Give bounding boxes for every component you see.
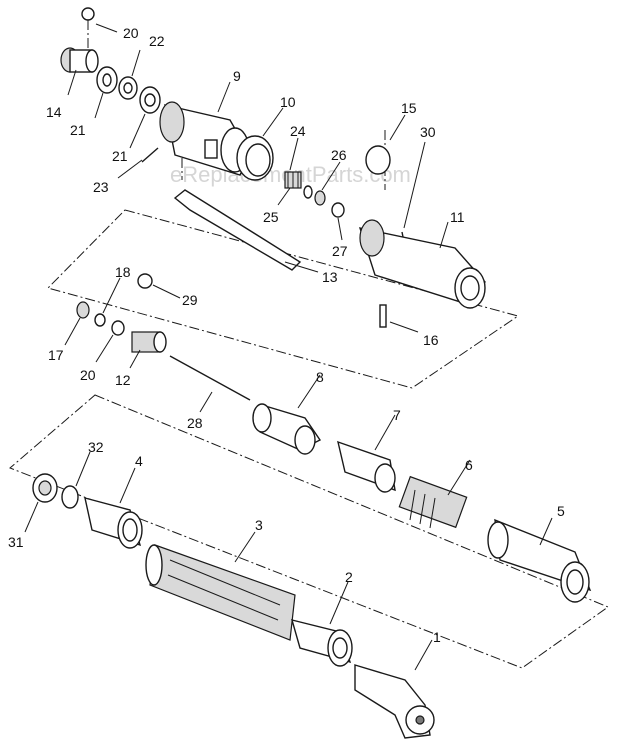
part-29-oring (137, 273, 153, 289)
part-26-valve-seat (314, 190, 326, 206)
part-31-bearing (32, 473, 58, 503)
middle-assembly-boundary (47, 209, 520, 389)
part-18-washer (94, 313, 106, 327)
part-9-throttle-housing (159, 101, 251, 176)
part-28-rod (169, 355, 251, 401)
callout-leaders (24, 23, 553, 671)
part-1-angle-head (354, 664, 435, 739)
part-10-ring-collar (236, 135, 274, 181)
part-14-inlet-bushing (60, 47, 99, 73)
callout-3: 3 (255, 517, 263, 533)
part-2-front-cap (290, 619, 353, 667)
part-13-throttle-lever (173, 189, 302, 271)
callout-8: 8 (316, 369, 324, 385)
callout-12: 12 (115, 372, 131, 388)
callout-23: 23 (93, 179, 109, 195)
callout-21-left: 21 (70, 122, 86, 138)
callout-30: 30 (420, 124, 436, 140)
callout-4: 4 (135, 453, 143, 469)
callout-20-middle: 20 (80, 367, 96, 383)
part-27-washer (331, 202, 345, 218)
part-23-pin (141, 147, 159, 163)
callout-13: 13 (322, 269, 338, 285)
part-25-valve (284, 171, 302, 189)
callout-21-right: 21 (112, 148, 128, 164)
part-7-motor-end-plate (337, 440, 396, 493)
callout-6: 6 (465, 457, 473, 473)
callout-20-top: 20 (123, 25, 139, 41)
part-8-motor-cylinder (252, 403, 322, 455)
part-20-oring (81, 7, 95, 21)
part-12-regulator (131, 331, 167, 353)
callout-31: 31 (8, 534, 24, 550)
callout-2: 2 (345, 569, 353, 585)
callout-5: 5 (557, 503, 565, 519)
callout-1: 1 (433, 629, 441, 645)
callout-14: 14 (46, 104, 62, 120)
part-16-pin (379, 304, 387, 328)
callout-16: 16 (423, 332, 439, 348)
part-20-oring-b (111, 320, 125, 336)
callout-32: 32 (88, 439, 104, 455)
part-17-retainer (76, 301, 90, 319)
lower-assembly-boundary (9, 394, 610, 669)
callout-10: 10 (280, 94, 296, 110)
callout-29: 29 (182, 292, 198, 308)
part-15-oring (365, 145, 391, 175)
part-4-rear-cap (84, 497, 143, 549)
callout-9: 9 (233, 68, 241, 84)
callout-7: 7 (393, 407, 401, 423)
callout-22: 22 (149, 33, 165, 49)
callout-28: 28 (187, 415, 203, 431)
part-6-gear-assembly (398, 475, 468, 529)
callout-26: 26 (331, 147, 347, 163)
part-3-grip-sleeve (145, 544, 296, 641)
part-11-motor-housing (358, 219, 486, 309)
callout-25: 25 (263, 209, 279, 225)
part-32-retaining-ring (61, 485, 79, 509)
part-5-gear-housing (487, 518, 592, 603)
callout-18: 18 (115, 264, 131, 280)
callout-27: 27 (332, 243, 348, 259)
part-24-spring (303, 185, 313, 199)
callout-17: 17 (48, 347, 64, 363)
callout-15: 15 (401, 100, 417, 116)
callout-24: 24 (290, 123, 306, 139)
callout-11: 11 (450, 209, 465, 225)
